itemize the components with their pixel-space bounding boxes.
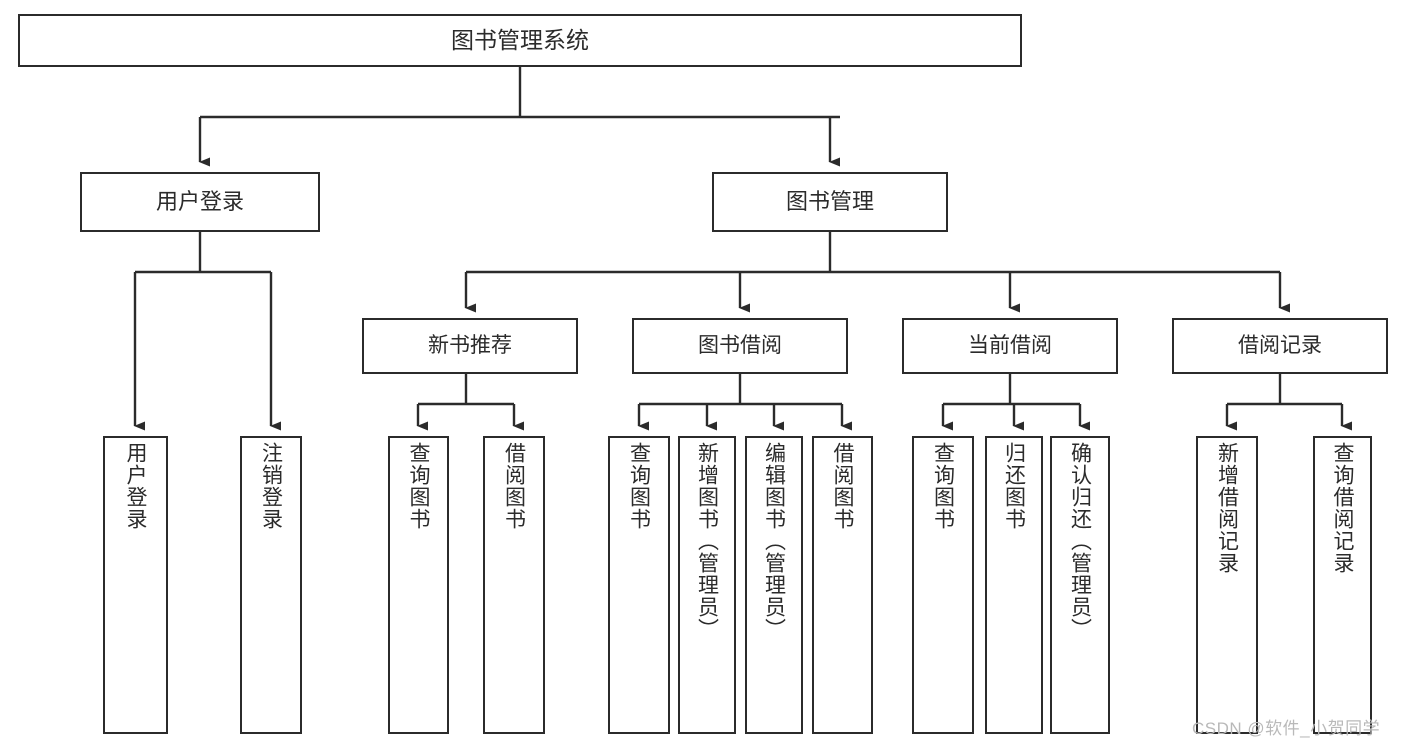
node-leaf-borrow-book-label: 借阅图书 (831, 442, 854, 530)
node-current-borrow-label: 当前借阅 (968, 333, 1052, 357)
node-leaf-query-book-rec[interactable]: 查询图书 (388, 436, 449, 734)
node-book-borrow[interactable]: 图书借阅 (632, 318, 848, 374)
edges-book-borrow (637, 374, 852, 431)
node-leaf-query-borrow-record-label: 查询借阅记录 (1331, 442, 1354, 574)
node-new-book-recommend-label: 新书推荐 (428, 333, 512, 357)
node-user-login-label: 用户登录 (155, 189, 244, 215)
node-leaf-add-borrow-record[interactable]: 新增借阅记录 (1196, 436, 1258, 734)
node-leaf-query-book-current-label: 查询图书 (931, 442, 955, 530)
node-borrow-record[interactable]: 借阅记录 (1172, 318, 1388, 374)
node-leaf-edit-book-admin-label: 编辑图书（管理员） (762, 442, 786, 640)
node-leaf-add-book-admin-label: 新增图书（管理员） (695, 442, 719, 640)
node-leaf-edit-book-admin[interactable]: 编辑图书（管理员） (745, 436, 803, 734)
node-book-borrow-label: 图书借阅 (698, 333, 782, 357)
node-leaf-user-logout[interactable]: 注销登录 (240, 436, 302, 734)
node-leaf-query-book-current[interactable]: 查询图书 (912, 436, 974, 734)
edges-user-login (133, 232, 281, 431)
node-leaf-confirm-return-admin[interactable]: 确认归还（管理员） (1050, 436, 1110, 734)
node-leaf-return-book-label: 归还图书 (1002, 442, 1026, 530)
node-book-manage[interactable]: 图书管理 (712, 172, 948, 232)
node-root-system-label: 图书管理系统 (451, 26, 589, 53)
node-leaf-return-book[interactable]: 归还图书 (985, 436, 1043, 734)
node-leaf-add-borrow-record-label: 新增借阅记录 (1215, 442, 1239, 574)
node-user-login[interactable]: 用户登录 (80, 172, 320, 232)
node-leaf-confirm-return-admin-label: 确认归还（管理员） (1068, 442, 1092, 640)
node-leaf-add-book-admin[interactable]: 新增图书（管理员） (678, 436, 736, 734)
edges-book-manage (464, 232, 1290, 313)
node-current-borrow[interactable]: 当前借阅 (902, 318, 1118, 374)
edges-root (198, 67, 840, 167)
node-leaf-query-book-borrow-label: 查询图书 (627, 442, 651, 530)
csdn-watermark: CSDN @软件_小贺同学 (1192, 719, 1381, 738)
node-leaf-query-borrow-record[interactable]: 查询借阅记录 (1313, 436, 1372, 734)
edges-current-borrow (941, 374, 1090, 431)
node-book-manage-label: 图书管理 (785, 189, 874, 215)
node-leaf-query-book-rec-label: 查询图书 (407, 442, 430, 530)
node-leaf-borrow-book-rec-label: 借阅图书 (502, 442, 526, 530)
node-leaf-borrow-book[interactable]: 借阅图书 (812, 436, 873, 734)
node-leaf-query-book-borrow[interactable]: 查询图书 (608, 436, 670, 734)
node-leaf-user-login-label: 用户登录 (124, 442, 147, 530)
node-leaf-user-logout-label: 注销登录 (259, 442, 283, 530)
node-root-system[interactable]: 图书管理系统 (18, 14, 1022, 67)
edges-new-book-recommend (416, 374, 524, 431)
node-leaf-borrow-book-rec[interactable]: 借阅图书 (483, 436, 545, 734)
edges-borrow-record (1225, 374, 1352, 431)
node-new-book-recommend[interactable]: 新书推荐 (362, 318, 578, 374)
node-leaf-user-login[interactable]: 用户登录 (103, 436, 168, 734)
node-borrow-record-label: 借阅记录 (1238, 333, 1322, 357)
